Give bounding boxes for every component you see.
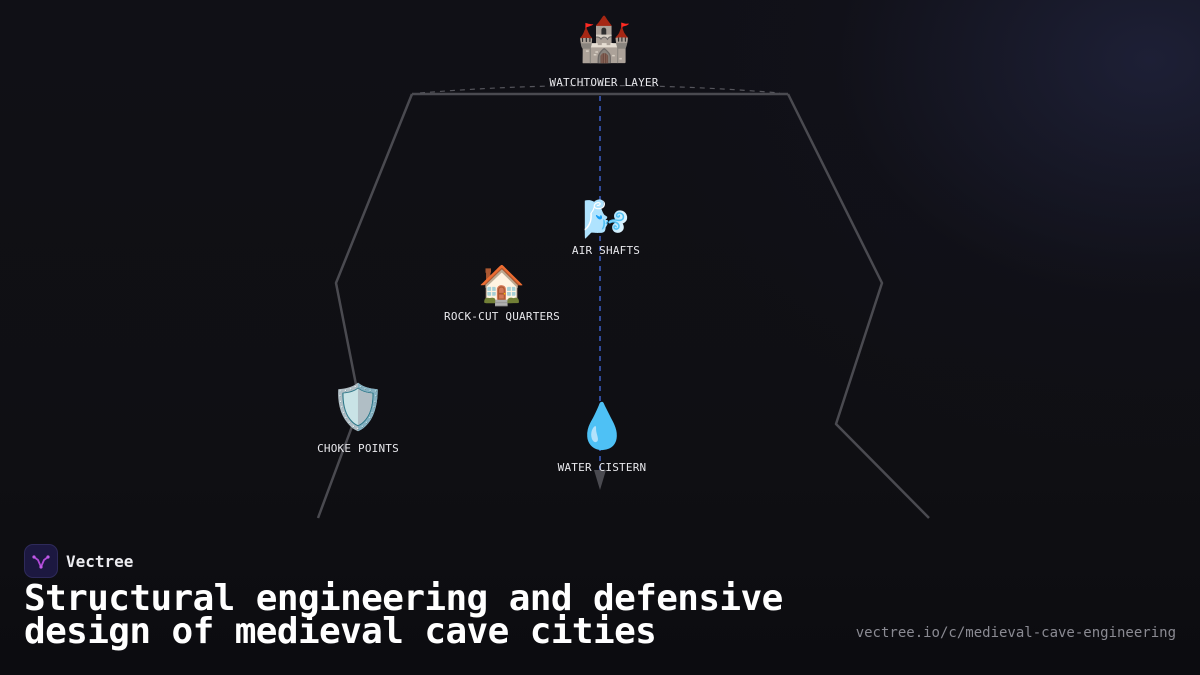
brand[interactable]: Vectree [24, 544, 133, 578]
node-water-cistern: 💧 WATER CISTERN [557, 401, 647, 475]
vectree-logo-icon [24, 544, 58, 578]
page-title: Structural engineering and defensive des… [24, 578, 783, 652]
node-rock-cut-quarters: 🏠 ROCK-CUT QUARTERS [444, 266, 560, 323]
house-icon: 🏠 [478, 263, 526, 307]
node-label-air-shafts: AIR SHAFTS [571, 244, 641, 257]
droplet-icon: 💧 [574, 401, 630, 452]
node-label-watchtower: WATCHTOWER LAYER [549, 76, 659, 89]
node-watchtower: 🏰 WATCHTOWER LAYER [549, 14, 659, 90]
node-label-water-cistern: WATER CISTERN [557, 461, 647, 474]
cave-outline-left [316, 93, 414, 519]
node-choke-points: 🛡️ CHOKE POINTS [317, 382, 399, 456]
shaft-arrow-head [594, 470, 606, 490]
shield-icon: 🛡️ [330, 382, 386, 433]
cave-outline-right [786, 93, 930, 519]
source-url[interactable]: vectree.io/c/medieval-cave-engineering [855, 625, 1176, 641]
node-label-quarters: ROCK-CUT QUARTERS [444, 310, 560, 323]
brand-name: Vectree [66, 551, 134, 571]
node-label-choke-points: CHOKE POINTS [317, 442, 399, 455]
node-air-shafts: 🌬️ AIR SHAFTS [572, 200, 640, 257]
watchtower-arc [419, 84, 781, 94]
castle-icon: 🏰 [576, 14, 632, 65]
wind-icon: 🌬️ [582, 197, 630, 241]
